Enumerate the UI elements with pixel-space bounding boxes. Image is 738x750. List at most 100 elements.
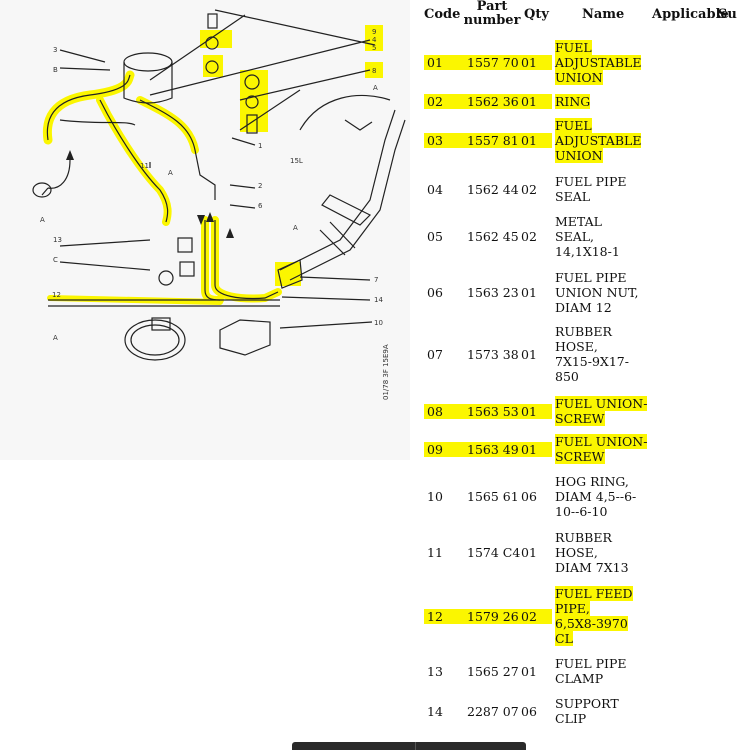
header-part-line1: Part	[476, 0, 508, 14]
row-name-line: FUEL UNION-	[555, 434, 648, 449]
row-name-line: SCREW	[555, 449, 605, 464]
row-name-line: CLAMP	[555, 671, 604, 686]
row-name-line: 850	[555, 369, 579, 384]
flow-arrows	[66, 150, 234, 238]
row-name-line: ADJUSTABLE	[555, 133, 642, 148]
header-applicable: Applicable	[652, 7, 729, 22]
svg-text:14: 14	[374, 296, 383, 304]
header-truncated: Su	[718, 7, 737, 22]
row-part-number: 1565 27	[467, 663, 519, 679]
svg-text:B: B	[53, 66, 58, 74]
exploded-parts-diagram: 3 B 9 4 5 8 A 1 2 6 11 A 15L A 13 C A 12…	[0, 0, 410, 460]
row-part-number: 1557 70	[467, 55, 519, 70]
row-name-line: 10--6-10	[555, 504, 608, 519]
row-code: 01	[427, 55, 443, 70]
row-name-line: SEAL,	[555, 229, 594, 244]
row-qty: 06	[521, 489, 537, 504]
row-name-line: SCREW	[555, 411, 605, 426]
row-code: 10	[427, 489, 443, 504]
row-name-line: CLIP	[555, 711, 587, 726]
row-part-number: 1562 44	[467, 181, 519, 197]
row-qty: 02	[521, 229, 537, 244]
row-name-line: DIAM 7X13	[555, 560, 629, 575]
callout-labels: 3 B 9 4 5 8 A 1 2 6 11 A 15L A 13 C A 12…	[40, 28, 390, 400]
row-name-line: FUEL UNION-	[555, 396, 648, 411]
svg-text:A: A	[40, 216, 45, 224]
row-qty: 01	[521, 346, 537, 362]
svg-text:13: 13	[53, 236, 62, 244]
row-name-line: RUBBER	[555, 530, 612, 545]
row-code: 12	[427, 608, 443, 624]
row-part-number: 1563 53	[467, 403, 519, 419]
row-name-line: CL	[555, 631, 573, 646]
row-name-line: RUBBER	[555, 324, 612, 339]
row-qty: 01	[521, 94, 537, 109]
row-name-line: FUEL	[555, 40, 592, 55]
row-part-number: 1573 38	[467, 346, 519, 362]
row-part-number: 1579 26	[467, 608, 519, 624]
line-art	[32, 9, 406, 361]
svg-text:01/78 3F 15E9A: 01/78 3F 15E9A	[382, 344, 390, 400]
svg-text:6: 6	[258, 202, 263, 210]
row-code: 09	[427, 441, 443, 457]
diagram-drawing: 3 B 9 4 5 8 A 1 2 6 11 A 15L A 13 C A 12…	[32, 9, 406, 400]
row-part-number: 1557 81	[467, 133, 519, 148]
row-name-line: FUEL PIPE	[555, 174, 627, 189]
svg-text:A: A	[53, 334, 58, 342]
row-qty: 01	[521, 663, 537, 679]
header-part-number: Part number	[462, 0, 522, 28]
row-name-line: HOSE,	[555, 545, 598, 560]
row-name-line: METAL	[555, 214, 602, 229]
svg-text:4: 4	[372, 36, 377, 44]
svg-text:A: A	[373, 84, 378, 92]
svg-text:A: A	[293, 224, 298, 232]
header-name: Name	[582, 7, 625, 22]
svg-text:7: 7	[374, 276, 378, 284]
svg-text:9: 9	[372, 28, 376, 36]
row-name-line: FUEL PIPE	[555, 656, 627, 671]
row-name-line: 14,1X18-1	[555, 244, 620, 259]
row-qty: 01	[521, 403, 537, 419]
row-name-line: DIAM 12	[555, 300, 612, 315]
row-name-line: SUPPORT	[555, 696, 619, 711]
row-qty: 06	[521, 703, 537, 719]
row-name-line: UNION	[555, 148, 603, 163]
row-part-number: 1565 61	[467, 489, 519, 504]
row-code: 11	[427, 545, 443, 560]
row-name-line: UNION	[555, 70, 603, 85]
row-name-line: RING	[555, 94, 591, 109]
row-name-line: UNION NUT,	[555, 285, 639, 300]
svg-text:2: 2	[258, 182, 262, 190]
row-code: 08	[427, 403, 443, 419]
row-code: 03	[427, 133, 443, 148]
row-qty: 01	[521, 285, 537, 300]
row-part-number: 1562 45	[467, 229, 519, 244]
row-qty: 02	[521, 181, 537, 197]
bottom-toolbar[interactable]	[292, 742, 526, 750]
row-part-number: 1574 C4	[467, 545, 521, 560]
row-name-line: SEAL	[555, 189, 591, 204]
svg-text:C: C	[53, 256, 58, 264]
row-code: 05	[427, 229, 443, 244]
row-name-line: 7X15-9X17-	[555, 354, 629, 369]
row-qty: 01	[521, 545, 537, 560]
svg-text:11: 11	[140, 162, 149, 170]
row-name-line: HOG RING,	[555, 474, 629, 489]
row-qty: 02	[521, 608, 537, 624]
svg-text:1: 1	[258, 142, 262, 150]
row-name-line: PIPE,	[555, 601, 590, 616]
row-name-line: FUEL	[555, 118, 592, 133]
row-code: 14	[427, 703, 443, 719]
row-code: 13	[427, 663, 443, 679]
row-qty: 01	[521, 55, 537, 70]
svg-text:5: 5	[372, 44, 376, 52]
row-name-line: FUEL PIPE	[555, 270, 627, 285]
row-code: 06	[427, 285, 443, 300]
row-part-number: 2287 07	[467, 703, 519, 719]
row-name-line: DIAM 4,5--6-	[555, 489, 637, 504]
row-name-line: 6,5X8-3970	[555, 616, 628, 631]
header-code: Code	[424, 7, 461, 22]
row-name-line: ADJUSTABLE	[555, 55, 642, 70]
header-qty: Qty	[524, 7, 549, 22]
row-code: 07	[427, 346, 443, 362]
